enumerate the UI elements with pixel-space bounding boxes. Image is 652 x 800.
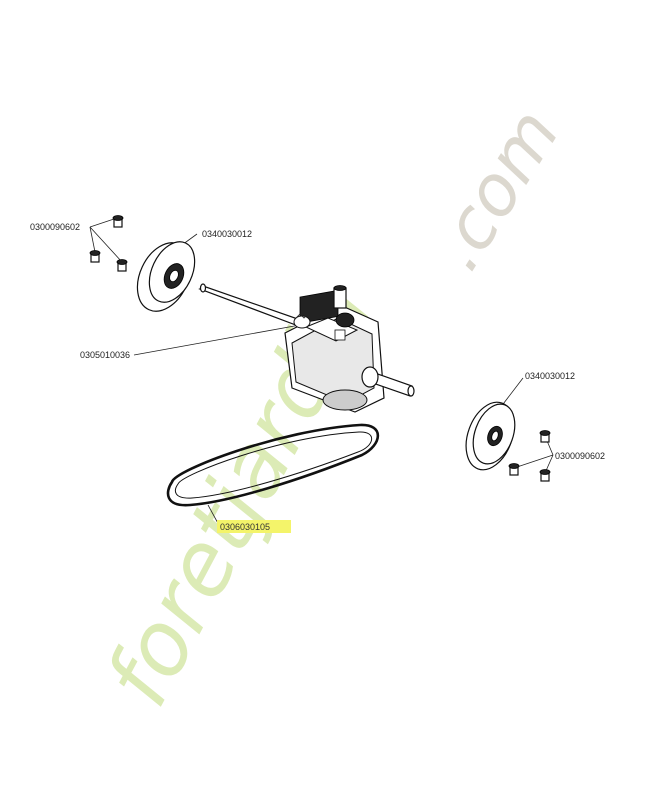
gearbox <box>284 285 415 413</box>
screw-icon <box>539 469 551 482</box>
screw-icon <box>508 463 520 476</box>
screw-icon <box>539 430 551 443</box>
label-belt: 0306030105 <box>220 522 270 532</box>
screw-icon <box>112 215 124 228</box>
screw-icon <box>89 250 101 263</box>
belt-label-highlight <box>217 520 291 533</box>
label-pulley-right: 0340030012 <box>525 371 575 381</box>
pulley-top <box>136 241 196 312</box>
label-screws-top: 0300090602 <box>30 222 80 232</box>
screw-icon <box>116 259 128 272</box>
screw-set-right <box>508 430 551 482</box>
label-pulley-top: 0340030012 <box>202 229 252 239</box>
watermark-grey-text: .com <box>415 95 576 284</box>
pulley-right <box>465 401 516 471</box>
screw-set-top <box>89 215 128 272</box>
belt <box>166 423 380 507</box>
label-axle: 0305010036 <box>80 350 130 360</box>
label-screws-right: 0300090602 <box>555 451 605 461</box>
